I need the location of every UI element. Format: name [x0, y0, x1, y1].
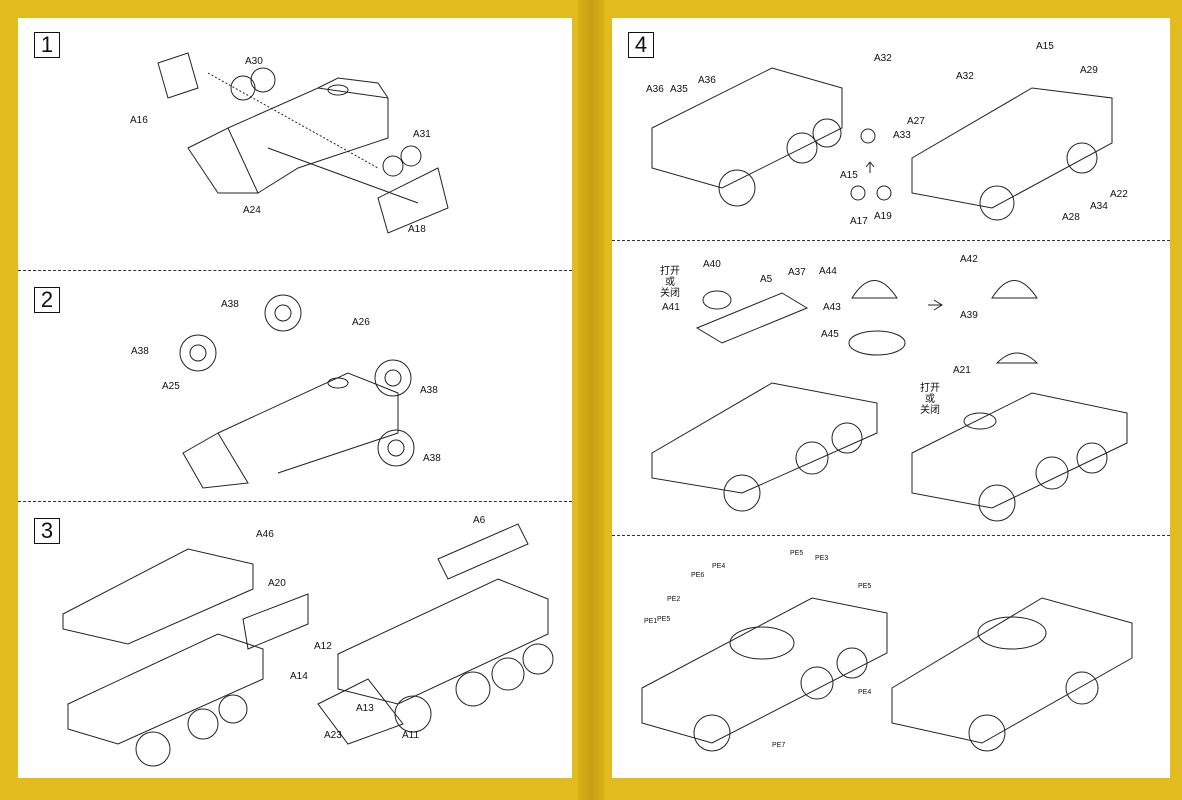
section-divider [612, 240, 1170, 241]
part-label: A37 [788, 267, 806, 278]
part-label: A35 [670, 84, 688, 95]
part-label: PE5 [657, 616, 671, 623]
part-label: A44 [819, 266, 837, 277]
part-label: A24 [243, 205, 261, 216]
binding-spine [578, 0, 604, 800]
part-label: A32 [956, 71, 974, 82]
part-label: A38 [221, 299, 239, 310]
part-label: PE7 [772, 742, 786, 749]
part-label: A28 [1062, 212, 1080, 223]
part-label: PE3 [815, 555, 829, 562]
part-label: A36 [646, 84, 664, 95]
part-label: A14 [290, 671, 308, 682]
part-label: A39 [960, 310, 978, 321]
step-5-section: 打开 或 关闭 A40 A5 A37 A41 A44 A43 A45 A42 A… [612, 243, 1170, 533]
step-3-section: 3 A46 A20 A6 A12 A14 A13 A23 A11 [18, 504, 572, 778]
part-label: PE5 [858, 583, 872, 590]
part-label: A12 [314, 641, 332, 652]
part-label: A15 [1036, 41, 1054, 52]
part-label: A29 [1080, 65, 1098, 76]
part-label: PE2 [667, 596, 681, 603]
part-label: A45 [821, 329, 839, 340]
part-label: A5 [760, 274, 773, 285]
upper-hull-assembly-drawing [62, 523, 554, 767]
section-divider [18, 270, 572, 271]
part-label: A19 [874, 211, 892, 222]
right-page: 4 A36 A35 A36 A32 A27 A33 A15 A17 A19 A1… [612, 18, 1170, 778]
part-label: A31 [413, 129, 431, 140]
open-or-close-note: 打开 或 关闭 [920, 383, 940, 416]
suspension-wheels-drawing [179, 294, 415, 489]
step-number: 3 [34, 518, 60, 544]
part-label: A36 [698, 75, 716, 86]
part-label: A16 [130, 115, 148, 126]
step-6-section: PE5 PE3 PE6 PE4 PE2 PE5 PE1 PE5 PE4 PE7 [612, 538, 1170, 778]
part-label: A21 [953, 365, 971, 376]
step-1-section: 1 A30 A16 A31 A24 A18 [18, 18, 572, 270]
section-divider [612, 535, 1170, 536]
part-label: A23 [324, 730, 342, 741]
part-label: A38 [423, 453, 441, 464]
part-label: A18 [408, 224, 426, 235]
turret-assembly-drawing [651, 280, 1128, 522]
part-label: A27 [907, 116, 925, 127]
part-label: PE1 [644, 618, 658, 625]
hull-details-drawing [651, 67, 1113, 221]
part-label: A20 [268, 578, 286, 589]
part-label: PE5 [790, 550, 804, 557]
step-2-section: 2 A38 A38 A26 A25 A38 A38 [18, 273, 572, 503]
step-number: 4 [628, 32, 654, 58]
left-page: 1 A30 A16 A31 A24 A18 2 A38 A38 A26 A25 … [18, 18, 572, 778]
part-label: A34 [1090, 201, 1108, 212]
part-label: A11 [402, 730, 420, 741]
part-label: A43 [823, 302, 841, 313]
part-label: A17 [850, 216, 868, 227]
step-4-section: 4 A36 A35 A36 A32 A27 A33 A15 A17 A19 A1… [612, 18, 1170, 240]
photo-etch-and-final-drawing [641, 597, 1133, 752]
step-number: 1 [34, 32, 60, 58]
part-label: A15 [840, 170, 858, 181]
part-label: A41 [662, 302, 680, 313]
part-label: PE6 [691, 572, 705, 579]
part-label: A33 [893, 130, 911, 141]
open-or-close-note: 打开 或 关闭 [660, 266, 680, 299]
part-label: A40 [703, 259, 721, 270]
part-label: A38 [420, 385, 438, 396]
section-divider [18, 501, 572, 502]
part-label: PE4 [712, 563, 726, 570]
part-label: A42 [960, 254, 978, 265]
part-label: A22 [1110, 189, 1128, 200]
part-label: A32 [874, 53, 892, 64]
part-label: A6 [473, 515, 486, 526]
part-label: A46 [256, 529, 274, 540]
part-label: A38 [131, 346, 149, 357]
part-label: A25 [162, 381, 180, 392]
part-label: A30 [245, 56, 263, 67]
chassis-hull-drawing [157, 52, 449, 234]
part-label: A13 [356, 703, 374, 714]
part-label: A26 [352, 317, 370, 328]
part-label: PE4 [858, 689, 872, 696]
step-number: 2 [34, 287, 60, 313]
